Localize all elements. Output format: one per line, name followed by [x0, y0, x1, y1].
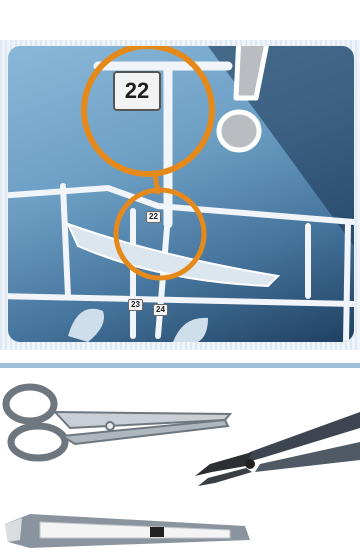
model-part [68, 309, 104, 342]
sprue-label: 24 [153, 304, 168, 316]
part-number-callout: 22 [113, 71, 161, 111]
sprue-label: 22 [146, 211, 161, 223]
sprue-panel [8, 46, 354, 342]
tools-drawing [0, 372, 360, 549]
hobby-knife-icon [5, 514, 250, 548]
sprue-illustration [8, 46, 354, 342]
scissors-icon [6, 387, 230, 458]
sprue-label: 23 [128, 299, 143, 311]
section-divider [0, 363, 360, 368]
tools-illustration [0, 372, 360, 549]
model-part [173, 318, 208, 342]
